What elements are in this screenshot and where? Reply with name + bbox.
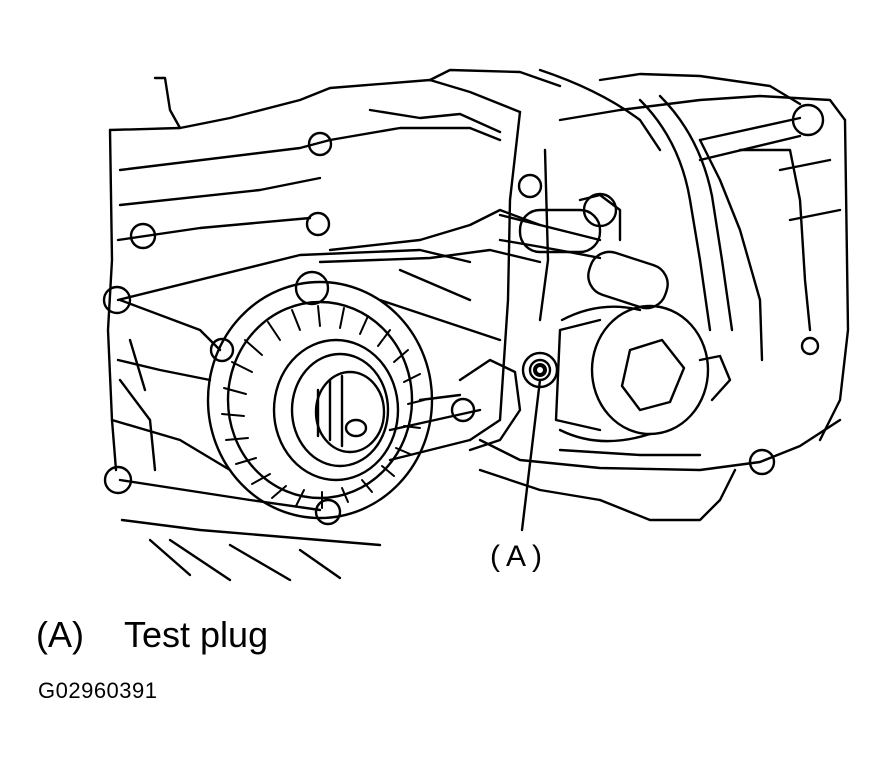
legend-text: Test plug xyxy=(124,614,269,655)
figure-id: G02960391 xyxy=(38,678,158,703)
parking-gear xyxy=(206,280,434,520)
cooler-pipes xyxy=(498,68,802,332)
callout-leader-line xyxy=(520,378,542,532)
legend: (A) Test plug xyxy=(36,614,268,656)
legend-key: (A) xyxy=(36,614,84,655)
bracket xyxy=(318,208,542,452)
transmission-illustration: (A) xyxy=(102,68,850,582)
case-bolts xyxy=(102,103,825,526)
callout-label: (A) xyxy=(490,540,548,573)
case-ribs xyxy=(110,173,543,582)
case-housing xyxy=(106,68,850,522)
solenoid-body xyxy=(554,304,732,443)
